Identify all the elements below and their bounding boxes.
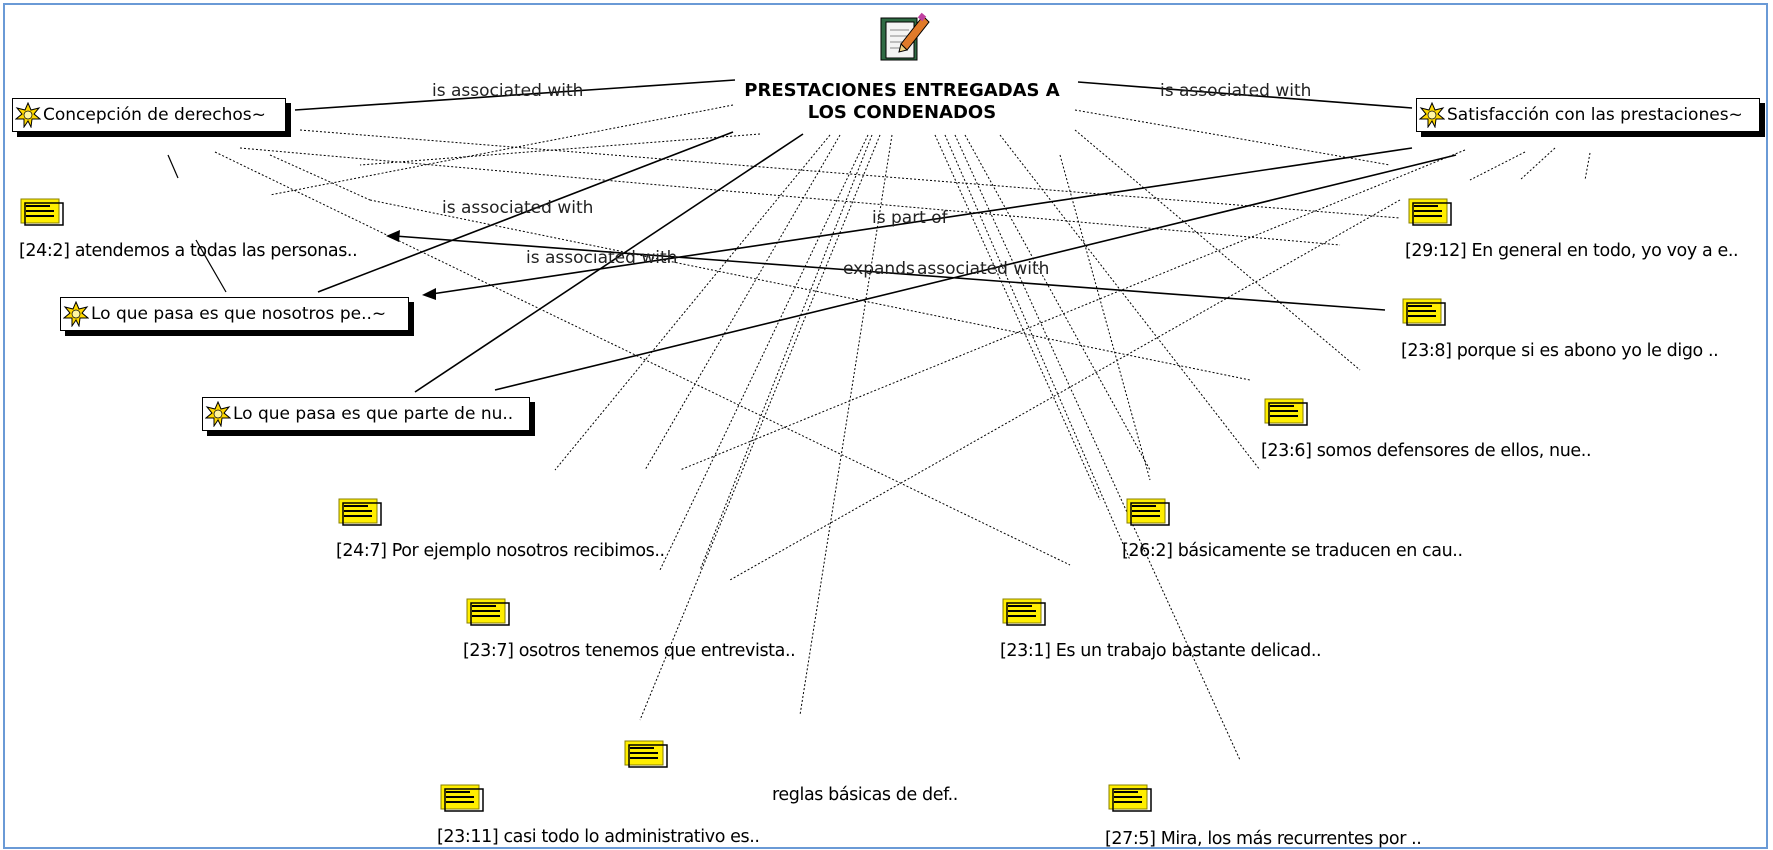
quotation-icon[interactable] — [466, 598, 510, 626]
link-solid — [394, 235, 1386, 311]
link-thin — [195, 239, 227, 293]
code-star-icon — [203, 399, 233, 429]
link-dotted — [934, 134, 1101, 501]
relation-label[interactable]: associated with — [917, 259, 1050, 279]
document-pen-icon[interactable] — [875, 10, 931, 66]
quotation-label[interactable]: reglas básicas de def.. — [772, 785, 958, 805]
quotation-label[interactable]: [29:12] En general en todo, yo voy a e.. — [1405, 241, 1739, 261]
code-node-parte[interactable]: Lo que pasa es que parte de nu.. — [202, 397, 530, 431]
quotation-label[interactable]: [23:8] porque si es abono yo le digo .. — [1401, 341, 1719, 361]
quotation-label[interactable]: [27:5] Mira, los más recurrentes por .. — [1105, 829, 1422, 849]
link-dotted — [644, 134, 841, 471]
arrowhead — [386, 230, 400, 242]
link-dotted — [679, 149, 1466, 471]
link-dotted — [269, 154, 371, 201]
relation-label[interactable]: is associated with — [432, 81, 584, 101]
link-dotted — [659, 134, 869, 571]
quotation-label[interactable]: [26:2] básicamente se traducen en cau.. — [1122, 541, 1463, 561]
quotation-icon[interactable] — [1108, 784, 1152, 812]
code-node-concepcion[interactable]: Concepción de derechos~ — [12, 98, 286, 132]
link-dotted — [269, 104, 734, 196]
code-label: Lo que pasa es que parte de nu.. — [233, 404, 514, 424]
diagram-frame — [3, 3, 1768, 849]
link-dotted — [1074, 109, 1391, 166]
quotation-icon[interactable] — [1408, 198, 1452, 226]
link-thin — [167, 154, 179, 179]
code-label: Concepción de derechos~ — [43, 105, 266, 125]
link-solid — [424, 147, 1413, 296]
code-star-icon — [1417, 100, 1447, 130]
code-star-icon — [61, 299, 91, 329]
code-node-nosotros[interactable]: Lo que pasa es que nosotros pe..~ — [60, 297, 409, 331]
link-dotted — [554, 134, 831, 471]
quotation-label[interactable]: [23:7] osotros tenemos que entrevista.. — [463, 641, 796, 661]
code-star-icon — [13, 100, 43, 130]
code-label: Satisfacción con las prestaciones~ — [1447, 105, 1743, 125]
quotation-icon[interactable] — [624, 740, 668, 768]
arrowhead — [422, 288, 436, 300]
relation-label[interactable]: is associated with — [442, 198, 594, 218]
relation-label[interactable]: expands — [843, 259, 915, 279]
relation-label[interactable]: is associated with — [1160, 81, 1312, 101]
link-dotted — [729, 199, 1401, 581]
quotation-icon[interactable] — [338, 498, 382, 526]
link-dotted — [369, 199, 1251, 381]
link-dotted — [1059, 154, 1151, 481]
quotation-label[interactable]: [23:11] casi todo lo administrativo es.. — [437, 827, 760, 847]
relation-label[interactable]: is part of — [872, 208, 948, 228]
link-dotted — [359, 133, 761, 166]
link-dotted — [944, 134, 1131, 561]
link-solid — [494, 154, 1457, 391]
link-solid — [1077, 81, 1413, 109]
relation-label[interactable]: is associated with — [526, 248, 678, 268]
code-label: Lo que pasa es que nosotros pe..~ — [91, 304, 387, 324]
link-dotted — [964, 134, 1151, 471]
quotation-label[interactable]: [23:6] somos defensores de ellos, nue.. — [1261, 441, 1592, 461]
link-dotted — [1584, 152, 1591, 181]
link-dotted — [1519, 147, 1556, 181]
quotation-label[interactable]: [24:2] atendemos a todas las personas.. — [19, 241, 358, 261]
link-dotted — [639, 134, 881, 721]
link-dotted — [239, 147, 1341, 246]
quotation-icon[interactable] — [1126, 498, 1170, 526]
link-dotted — [1074, 129, 1361, 371]
quotation-icon[interactable] — [440, 784, 484, 812]
link-dotted — [699, 134, 873, 571]
quotation-icon[interactable] — [1002, 598, 1046, 626]
link-dotted — [799, 134, 893, 716]
quotation-icon[interactable] — [1264, 398, 1308, 426]
link-dotted — [999, 134, 1261, 471]
link-dotted — [954, 134, 1241, 761]
quotation-label[interactable]: [23:1] Es un trabajo bastante delicad.. — [1000, 641, 1322, 661]
quotation-label[interactable]: [24:7] Por ejemplo nosotros recibimos.. — [336, 541, 665, 561]
link-solid — [414, 133, 804, 393]
quotation-icon[interactable] — [20, 198, 64, 226]
link-solid — [294, 79, 736, 111]
code-node-satisfaccion[interactable]: Satisfacción con las prestaciones~ — [1416, 98, 1760, 132]
quotation-icon[interactable] — [1402, 298, 1446, 326]
link-dotted — [1469, 151, 1526, 181]
central-node-title[interactable]: PRESTACIONES ENTREGADAS A LOS CONDENADOS — [744, 80, 1060, 123]
